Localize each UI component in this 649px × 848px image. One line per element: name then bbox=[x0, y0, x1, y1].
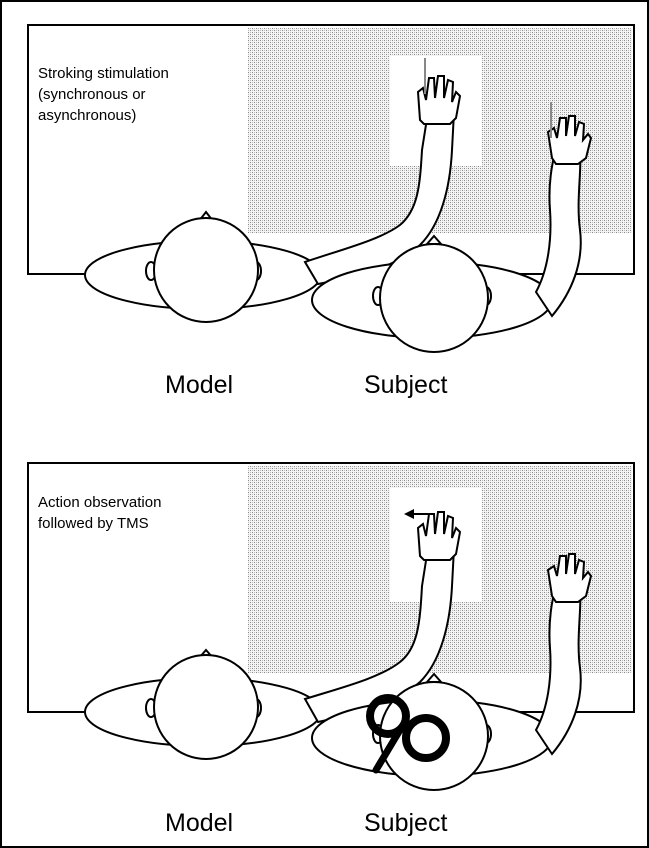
panel-stroking: Stroking stimulation (synchronous or asy… bbox=[27, 24, 635, 399]
arrow-icon bbox=[404, 509, 428, 519]
model-label: Model bbox=[165, 809, 233, 837]
model-label: Model bbox=[165, 371, 233, 399]
panel-caption-line1: Stroking stimulation bbox=[38, 65, 169, 82]
subject-label: Subject bbox=[364, 371, 447, 399]
subject-figure bbox=[311, 553, 593, 791]
panel-caption-line2: (synchronous or bbox=[38, 86, 146, 103]
panel-caption-line1: Action observation bbox=[38, 494, 161, 511]
model-figure bbox=[84, 511, 462, 760]
panel-action-observation: Action observation followed by TMS bbox=[27, 462, 635, 837]
panel-caption-line2: followed by TMS bbox=[38, 515, 149, 532]
model-figure bbox=[84, 75, 462, 323]
subject-label: Subject bbox=[364, 809, 447, 837]
tms-coil-icon bbox=[366, 694, 450, 774]
subject-figure bbox=[311, 115, 593, 353]
panel-caption-line3: asynchronous) bbox=[38, 107, 136, 124]
